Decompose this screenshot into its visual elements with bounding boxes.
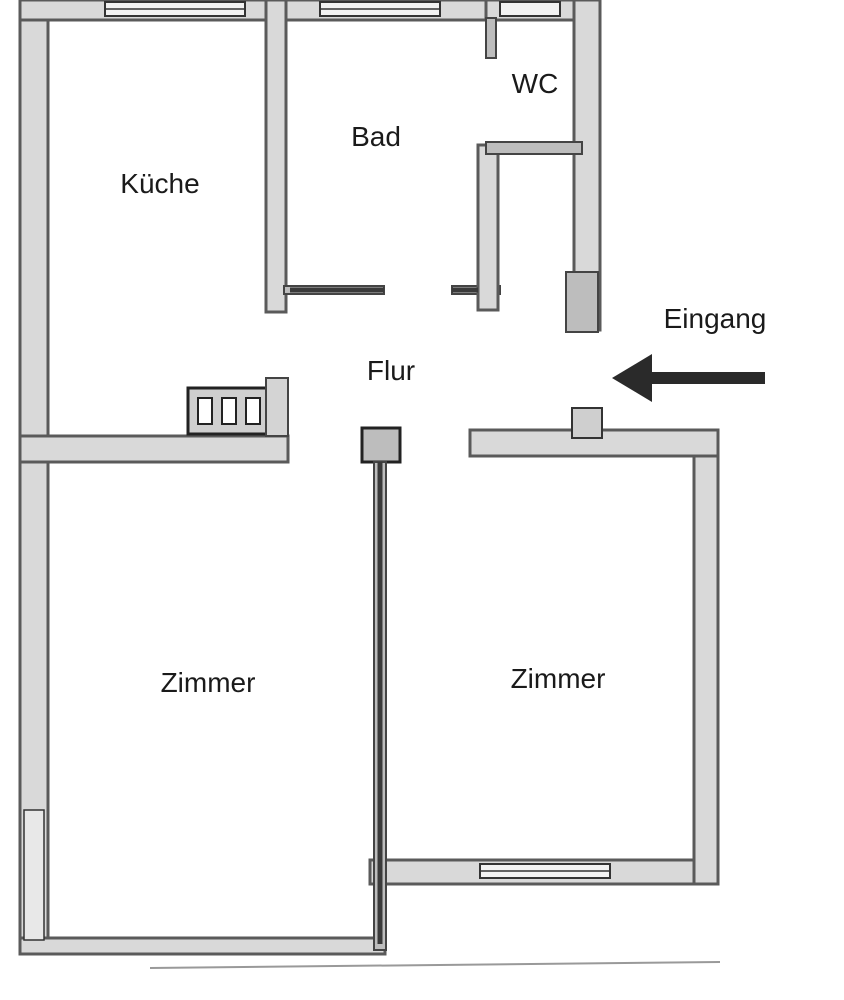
room-label-right-room: Zimmer (511, 663, 606, 694)
door-leaves (290, 287, 478, 944)
right-wall-room (692, 438, 720, 886)
left-outer-wall (18, 0, 50, 954)
room-label-hallway: Flur (367, 355, 415, 386)
room-label-left-room: Zimmer (161, 667, 256, 698)
bath-wc-wall (476, 143, 500, 312)
room-label-kitchen: Küche (120, 168, 199, 199)
arrow-left-icon (612, 354, 765, 402)
entrance-label: Eingang (664, 303, 767, 334)
room-label-bath: Bad (351, 121, 401, 152)
bath-wc-top (485, 17, 497, 59)
room-label-wc: WC (512, 68, 559, 99)
kitchen-bottom-wall (18, 434, 290, 464)
kitchen-bath-wall (264, 0, 288, 314)
bottom-wall-left (18, 936, 387, 956)
wc-door-jamb (565, 271, 599, 333)
windows (23, 1, 611, 941)
wc-bottom-wall (485, 141, 583, 155)
